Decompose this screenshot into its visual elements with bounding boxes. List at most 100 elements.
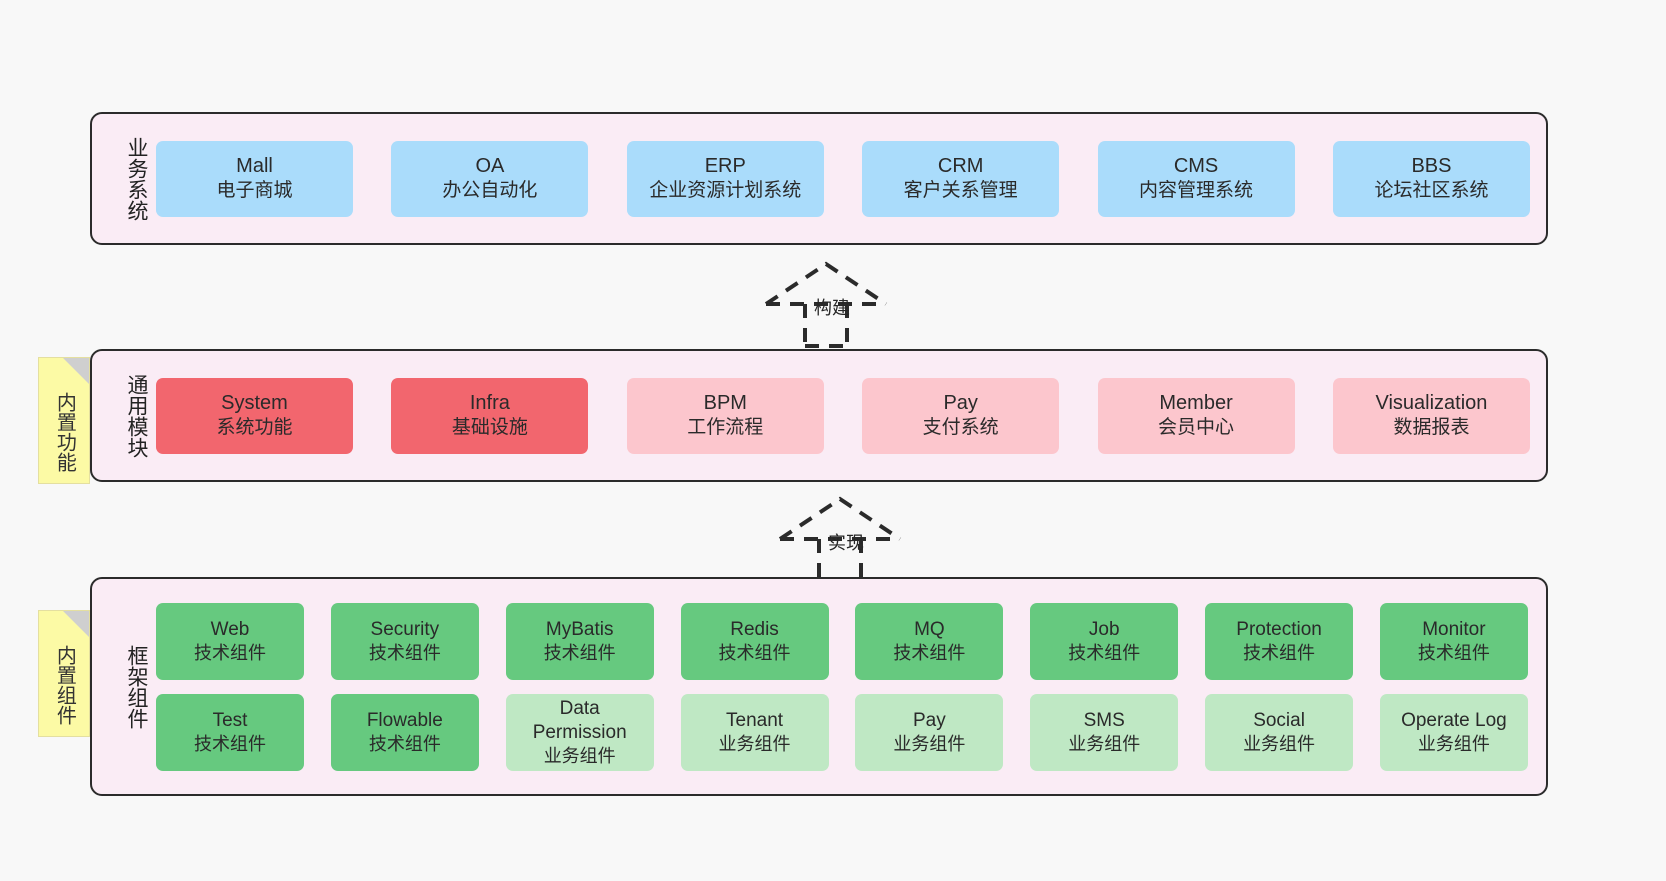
card-pay-module-cn: 支付系统 <box>922 417 999 439</box>
layer-business-systems: 业务系统 Mall 电子商城 OA 办公自动化 ERP 企业资源计划系统 CRM <box>90 112 1548 245</box>
card-test[interactable]: Test 技术组件 <box>156 693 304 771</box>
card-member-cn: 会员中心 <box>1158 417 1235 439</box>
card-pay-component-en: Pay <box>913 709 946 731</box>
card-visualization-cn: 数据报表 <box>1393 417 1470 439</box>
card-system-cn: 系统功能 <box>216 417 293 439</box>
card-visualization-en: Visualization <box>1375 392 1488 415</box>
card-erp-en: ERP <box>704 155 746 178</box>
card-bpm-en: BPM <box>703 392 747 415</box>
card-data-permission[interactable]: Data Permission 业务组件 <box>505 693 654 771</box>
card-bbs-cn: 论坛社区系统 <box>1374 180 1489 202</box>
card-infra[interactable]: Infra 基础设施 <box>391 377 589 454</box>
card-member[interactable]: Member 会员中心 <box>1097 377 1295 454</box>
card-oa-en: OA <box>475 155 505 178</box>
card-operate-log-en: Operate Log <box>1401 709 1507 731</box>
card-visualization[interactable]: Visualization 数据报表 <box>1332 377 1530 454</box>
card-web-en: Web <box>210 618 250 640</box>
card-job-en: Job <box>1088 618 1120 640</box>
layer-common-modules: 通用模块 System 系统功能 Infra 基础设施 BPM 工作流程 Pay <box>90 349 1548 482</box>
card-pay-component[interactable]: Pay 业务组件 <box>855 693 1004 771</box>
card-test-en: Test <box>212 709 248 731</box>
card-crm-en: CRM <box>937 155 984 178</box>
card-mq[interactable]: MQ 技术组件 <box>855 602 1004 680</box>
card-crm[interactable]: CRM 客户关系管理 <box>862 140 1060 217</box>
card-flowable[interactable]: Flowable 技术组件 <box>330 693 479 771</box>
card-job[interactable]: Job 技术组件 <box>1030 602 1179 680</box>
card-tenant[interactable]: Tenant 业务组件 <box>680 693 829 771</box>
card-cms[interactable]: CMS 内容管理系统 <box>1097 140 1295 217</box>
business-systems-row: Mall 电子商城 OA 办公自动化 ERP 企业资源计划系统 CRM 客户关系… <box>156 140 1530 217</box>
card-protection-en: Protection <box>1236 618 1322 640</box>
card-monitor-en: Monitor <box>1422 618 1486 640</box>
card-system-en: System <box>221 392 288 415</box>
layer-framework-components-body: Web 技术组件 Security 技术组件 MyBatis 技术组件 Redi… <box>150 579 1546 794</box>
card-social-en: Social <box>1253 709 1305 731</box>
card-job-cn: 技术组件 <box>1068 642 1141 663</box>
connector-implement-label: 实现 <box>828 533 864 553</box>
card-pay-module-en: Pay <box>943 392 978 415</box>
card-mall-cn: 电子商城 <box>216 180 293 202</box>
card-pay-module[interactable]: Pay 支付系统 <box>862 377 1060 454</box>
card-oa[interactable]: OA 办公自动化 <box>391 140 589 217</box>
card-web[interactable]: Web 技术组件 <box>156 602 304 680</box>
card-redis-en: Redis <box>730 618 779 640</box>
note-built-in-components: 内置组件 <box>38 610 90 737</box>
card-flowable-cn: 技术组件 <box>368 733 441 754</box>
layer-business-systems-body: Mall 电子商城 OA 办公自动化 ERP 企业资源计划系统 CRM 客户关系… <box>150 114 1546 243</box>
framework-row-business: Test 技术组件 Flowable 技术组件 Data Permission … <box>156 693 1528 771</box>
card-pay-component-cn: 业务组件 <box>893 733 966 754</box>
card-erp-cn: 企业资源计划系统 <box>649 180 802 202</box>
card-member-en: Member <box>1159 392 1233 415</box>
card-redis[interactable]: Redis 技术组件 <box>680 602 829 680</box>
card-bbs-en: BBS <box>1411 155 1452 178</box>
framework-row-technical: Web 技术组件 Security 技术组件 MyBatis 技术组件 Redi… <box>156 602 1528 680</box>
card-erp[interactable]: ERP 企业资源计划系统 <box>626 140 824 217</box>
layer-common-modules-title: 通用模块 <box>125 373 148 458</box>
card-mq-cn: 技术组件 <box>893 642 966 663</box>
card-social[interactable]: Social 业务组件 <box>1205 693 1354 771</box>
card-bbs[interactable]: BBS 论坛社区系统 <box>1332 140 1530 217</box>
card-mall-en: Mall <box>236 155 273 178</box>
note-fold-corner-icon <box>63 611 89 637</box>
note-fold-corner-icon <box>63 358 89 384</box>
card-protection[interactable]: Protection 技术组件 <box>1205 602 1354 680</box>
connector-implement-arrow <box>778 496 902 583</box>
card-cms-en: CMS <box>1173 155 1219 178</box>
card-infra-cn: 基础设施 <box>451 417 528 439</box>
connector-build-label: 构建 <box>814 298 850 318</box>
card-flowable-en: Flowable <box>366 709 443 731</box>
card-tenant-en: Tenant <box>726 709 784 731</box>
card-crm-cn: 客户关系管理 <box>903 180 1018 202</box>
card-security-cn: 技术组件 <box>368 642 441 663</box>
layer-common-modules-body: System 系统功能 Infra 基础设施 BPM 工作流程 Pay 支付系统… <box>150 351 1546 480</box>
card-cms-cn: 内容管理系统 <box>1139 180 1254 202</box>
card-security[interactable]: Security 技术组件 <box>330 602 479 680</box>
card-sms[interactable]: SMS 业务组件 <box>1030 693 1179 771</box>
card-infra-en: Infra <box>469 392 510 415</box>
card-operate-log[interactable]: Operate Log 业务组件 <box>1379 693 1528 771</box>
common-modules-row: System 系统功能 Infra 基础设施 BPM 工作流程 Pay 支付系统… <box>156 377 1530 454</box>
card-monitor[interactable]: Monitor 技术组件 <box>1379 602 1528 680</box>
card-sms-cn: 业务组件 <box>1068 733 1141 754</box>
card-test-cn: 技术组件 <box>194 733 266 754</box>
card-system[interactable]: System 系统功能 <box>156 377 353 454</box>
card-data-permission-cn: 业务组件 <box>543 745 616 766</box>
layer-framework-components-title: 框架组件 <box>125 644 148 729</box>
card-bpm-cn: 工作流程 <box>687 417 764 439</box>
card-sms-en: SMS <box>1083 709 1125 731</box>
card-operate-log-cn: 业务组件 <box>1417 733 1490 754</box>
card-mybatis[interactable]: MyBatis 技术组件 <box>505 602 654 680</box>
card-mq-en: MQ <box>914 618 945 640</box>
card-mall[interactable]: Mall 电子商城 <box>156 140 353 217</box>
card-mybatis-cn: 技术组件 <box>543 642 616 663</box>
note-built-in-functions: 内置功能 <box>38 357 90 484</box>
card-monitor-cn: 技术组件 <box>1417 642 1490 663</box>
card-protection-cn: 技术组件 <box>1243 642 1316 663</box>
card-bpm[interactable]: BPM 工作流程 <box>626 377 824 454</box>
card-security-en: Security <box>370 618 440 640</box>
layer-framework-components: 框架组件 Web 技术组件 Security 技术组件 MyBatis 技术组件… <box>90 577 1548 796</box>
card-mybatis-en: MyBatis <box>545 618 614 640</box>
card-oa-cn: 办公自动化 <box>442 180 538 202</box>
connector-build: 构建 <box>746 258 946 348</box>
